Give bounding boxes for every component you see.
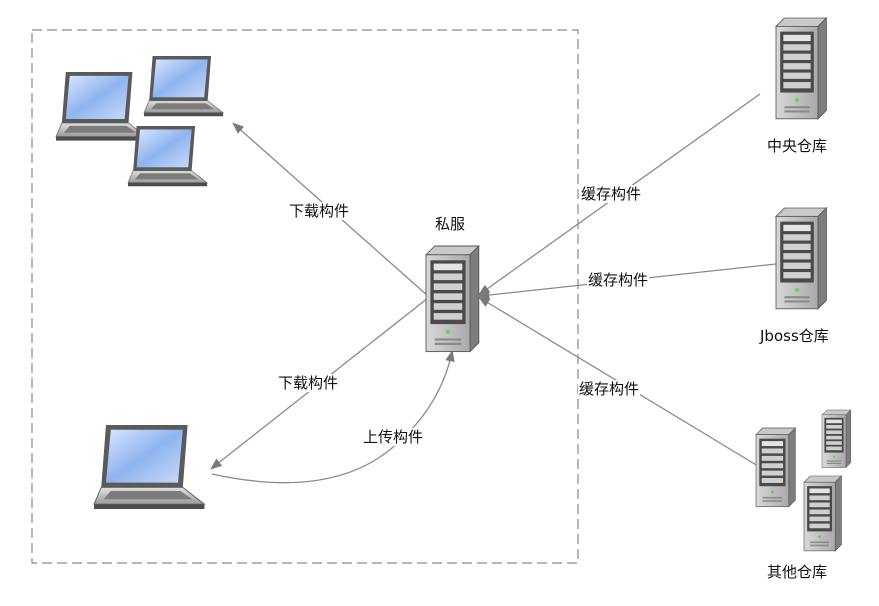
- laptop-icon: [127, 125, 208, 187]
- download-edge-bottom-label: 下载构件: [277, 374, 340, 392]
- cache-edge-central-label: 缓存构件: [580, 185, 643, 203]
- central-repo-label: 中央仓库: [767, 137, 828, 155]
- private-server-label: 私服: [435, 215, 466, 233]
- other-repo-label: 其他仓库: [767, 563, 828, 581]
- download-edge-top-label: 下载构件: [288, 202, 351, 220]
- private-server-icon: [425, 245, 480, 353]
- laptop-icon: [55, 71, 147, 142]
- upload-edge: [211, 349, 455, 484]
- local-network-boundary: [31, 29, 579, 564]
- jboss-repo-server-icon: [775, 207, 827, 310]
- other-repo-server-icon: [755, 427, 796, 508]
- cache-edge-jboss-label: 缓存构件: [587, 271, 650, 289]
- laptop-icon: [143, 55, 224, 117]
- laptop-icon: [93, 424, 206, 510]
- central-repo-server-icon: [775, 17, 827, 120]
- other-repo-server-icon: [803, 475, 842, 552]
- upload-edge-label: 上传构件: [362, 428, 425, 446]
- other-repo-server-icon: [821, 409, 852, 468]
- jboss-repo-label: Jboss仓库: [760, 327, 829, 345]
- cache-edge-other-label: 缓存构件: [578, 380, 641, 398]
